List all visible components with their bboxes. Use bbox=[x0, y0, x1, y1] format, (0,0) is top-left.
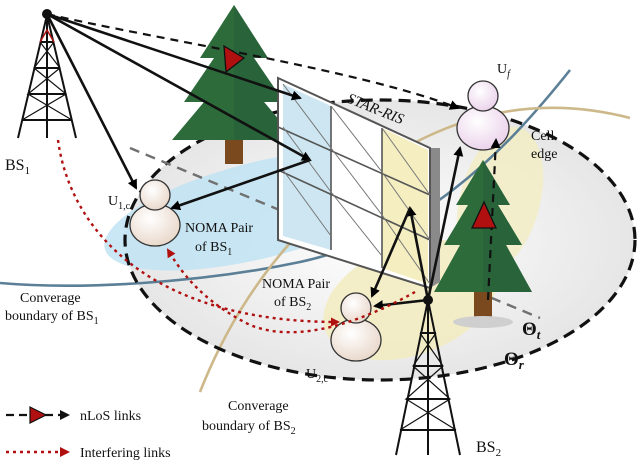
u2c-label: U2,c bbox=[306, 367, 329, 385]
user-uf bbox=[456, 80, 510, 151]
coverage-boundary-dashed bbox=[123, 98, 637, 382]
u1c-label: U1,c bbox=[108, 194, 131, 212]
legend-interfering: Interfering links bbox=[6, 446, 171, 461]
coverage-boundary-bs2-label: Converage boundary of BS2 bbox=[202, 399, 296, 437]
noma-pair-bs1-label: NOMA Pair of BS1 bbox=[185, 221, 257, 258]
theta-t-label: Θt bbox=[522, 319, 541, 342]
svg-text:Interfering links: Interfering links bbox=[80, 446, 171, 461]
noma-pair-bs2-label: NOMA Pair of BS2 bbox=[262, 277, 334, 313]
star-ris-panel bbox=[277, 76, 440, 290]
bs2-label: BS2 bbox=[476, 439, 501, 459]
legend: nLoS links Interfering links bbox=[6, 406, 171, 461]
direct-links bbox=[45, 12, 464, 311]
uf-label: Uf bbox=[497, 62, 511, 80]
bs1-tower bbox=[17, 9, 77, 139]
bs1-boundary-curve bbox=[0, 69, 572, 287]
interfering-links bbox=[56, 139, 416, 334]
theta-r-label: Θr bbox=[504, 349, 525, 372]
bs2-tower bbox=[395, 295, 461, 456]
svg-text:nLoS links: nLoS links bbox=[80, 409, 141, 424]
bs1-label: BS1 bbox=[5, 157, 30, 177]
legend-nlos: nLoS links bbox=[6, 406, 141, 424]
nlos-triangle-1 bbox=[223, 44, 246, 74]
tree-top bbox=[172, 5, 296, 164]
nlos-triangle-2 bbox=[470, 200, 498, 229]
cell-edge-label: Cell edge bbox=[531, 129, 558, 162]
nlos-links bbox=[46, 12, 501, 301]
coverage-boundary-bs1-label: Converage boundary of BS1 bbox=[5, 291, 99, 327]
user-u1c bbox=[129, 179, 181, 247]
